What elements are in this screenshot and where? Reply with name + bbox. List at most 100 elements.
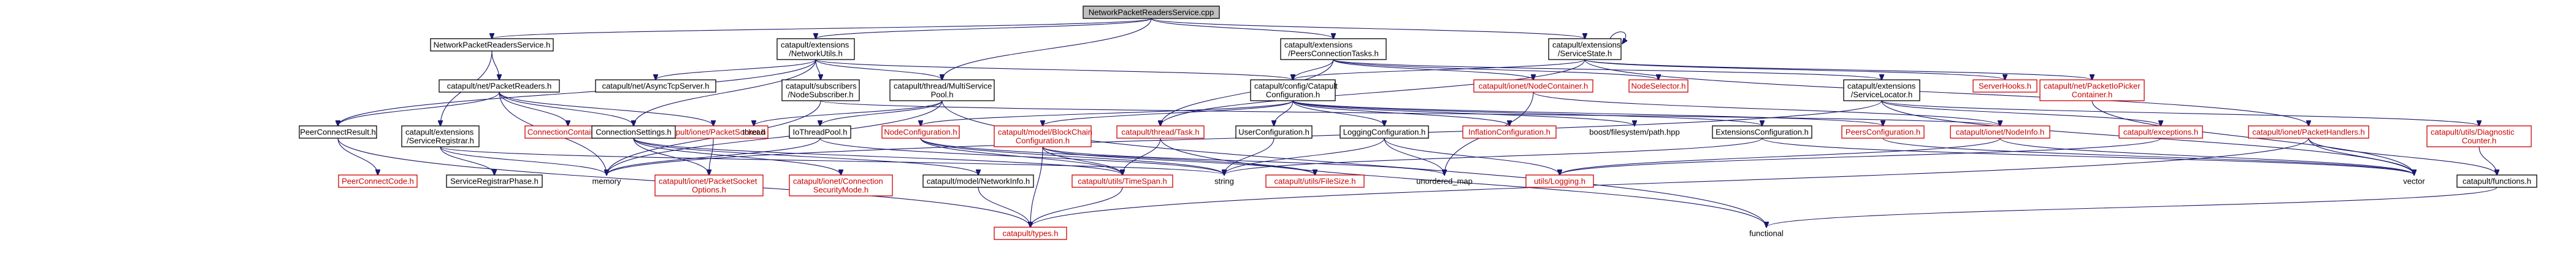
- node-nprs[interactable]: NetworkPacketReadersService.h: [430, 38, 554, 52]
- node-label-nodesubscriber-line-0: catapult/subscribers: [786, 82, 857, 91]
- node-types[interactable]: catapult/types.h: [994, 227, 1067, 240]
- node-box-logging: [1525, 174, 1594, 188]
- node-networkinfo[interactable]: catapult/model/NetworkInfo.h: [922, 174, 1034, 188]
- dependency-edge-multiservicepool-to-iothreadpool: [820, 100, 943, 126]
- node-root[interactable]: NetworkPacketReadersService.cpp: [1083, 6, 1220, 19]
- node-box-multiservicepool: [889, 79, 995, 101]
- node-string: string: [1214, 177, 1234, 186]
- dependency-edge-loggingconfig-to-logging: [1384, 138, 1560, 175]
- dependency-edge-catapultconfig-to-extensionsconfig: [1292, 100, 1762, 126]
- node-box-nodecontainer: [1473, 79, 1593, 93]
- node-task[interactable]: catapult/thread/Task.h: [1116, 125, 1205, 139]
- node-label-loggingconfig-line-0: LoggingConfiguration.h: [1343, 128, 1425, 137]
- node-box-nodeconfiguration: [881, 125, 960, 139]
- node-packethandlers[interactable]: catapult/ionet/PacketHandlers.h: [2248, 125, 2369, 139]
- dependency-edge-diagcounter-to-functions: [2478, 146, 2497, 175]
- dependency-edge-blockchainconfig-to-filesize: [1042, 146, 1315, 175]
- node-box-packethandlers: [2248, 125, 2369, 139]
- edges-layer: [338, 18, 2497, 227]
- node-nodeconfiguration[interactable]: NodeConfiguration.h: [881, 125, 960, 139]
- dependency-edge-extensionsconfig-to-vector: [1761, 138, 2414, 175]
- node-packetsocket[interactable]: catapult/ionet/PacketSocket.h: [658, 125, 769, 139]
- node-label-connsecuritymode-line-1: SecurityMode.h: [813, 185, 868, 195]
- dependency-edge-packetreaders-to-packetsocket: [499, 91, 713, 126]
- node-filesize[interactable]: catapult/utils/FileSize.h: [1265, 174, 1365, 188]
- node-label-root-line-0: NetworkPacketReadersService.cpp: [1089, 8, 1214, 17]
- dependency-edge-loggingconfig-to-unorderedmap: [1384, 138, 1444, 175]
- node-label-nodecontainer-line-0: catapult/ionet/NodeContainer.h: [1479, 82, 1589, 91]
- node-box-userconfig: [1235, 125, 1313, 139]
- dependency-edge-blockchainconfig-to-timespan: [1042, 146, 1122, 175]
- node-box-nprs: [430, 38, 554, 52]
- dependency-edge-multiservicepool-to-functional: [941, 100, 1766, 227]
- node-iothreadpool[interactable]: IoThreadPool.h: [789, 125, 851, 139]
- dependency-edge-connectionsettings-to-packetsocketoptions: [633, 138, 709, 175]
- dependency-edge-peerconnectresult-to-peerconnectcode: [337, 138, 378, 175]
- dependency-edge-nprs-to-packetreaders: [491, 50, 499, 80]
- node-logging[interactable]: utils/Logging.h: [1525, 174, 1594, 188]
- node-peerconnectcode[interactable]: PeerConnectCode.h: [338, 174, 418, 188]
- node-label-catapultconfig-line-0: catapult/config/Catapult: [1254, 82, 1338, 91]
- node-label-packetreaders-line-0: catapult/net/PacketReaders.h: [447, 82, 552, 91]
- dependency-edge-peersconfig-to-vector: [1882, 138, 2414, 175]
- node-label-peerconnectcode-line-0: PeerConnectCode.h: [342, 177, 414, 186]
- node-loggingconfig[interactable]: LoggingConfiguration.h: [1340, 125, 1429, 139]
- node-packetreaders[interactable]: catapult/net/PacketReaders.h: [439, 79, 560, 93]
- dependency-edge-task-to-functional: [1160, 138, 1766, 227]
- node-functions[interactable]: catapult/functions.h: [2456, 174, 2537, 188]
- node-exceptions[interactable]: catapult/exceptions.h: [2118, 125, 2203, 139]
- dependency-edge-netutils-to-connectionsettings: [634, 59, 816, 126]
- node-peersconfig[interactable]: PeersConfiguration.h: [1841, 125, 1925, 139]
- node-label-functional-line-0: functional: [1749, 229, 1784, 238]
- dependency-edge-task-to-timespan: [1122, 138, 1161, 175]
- node-userconfig[interactable]: UserConfiguration.h: [1235, 125, 1313, 139]
- node-box-root: [1083, 6, 1220, 19]
- node-box-peerconnectresult: [299, 125, 377, 139]
- node-label-nodeconfiguration-line-0: NodeConfiguration.h: [884, 128, 957, 137]
- node-peerconnectresult[interactable]: PeerConnectResult.h: [299, 125, 377, 139]
- dependency-edge-catapultconfig-to-peersconfig: [1292, 100, 1883, 126]
- node-inflationconfig[interactable]: InflationConfiguration.h: [1462, 125, 1557, 139]
- node-label-servicestate-line-0: catapult/extensions: [1552, 41, 1621, 50]
- dependency-edge-nodesubscriber-to-nodeinfo: [820, 100, 2000, 126]
- node-serverhooks[interactable]: ServerHooks.h: [1972, 79, 2037, 93]
- node-asynctcp[interactable]: catapult/net/AsyncTcpServer.h: [595, 79, 716, 93]
- dependency-edge-packethandlers-to-types: [1030, 138, 2309, 227]
- node-servicestate[interactable]: catapult/extensions/ServiceState.h: [1548, 38, 1622, 60]
- node-thread: thread: [743, 128, 765, 137]
- node-label-packethandlers-line-0: catapult/ionet/PacketHandlers.h: [2252, 128, 2365, 137]
- node-label-vector-line-0: vector: [2403, 177, 2425, 186]
- node-serviceregistrarphase[interactable]: ServiceRegistrarPhase.h: [446, 174, 543, 188]
- node-nodeselector[interactable]: NodeSelector.h: [1628, 79, 1689, 93]
- dependency-edge-root-to-peerstasks: [1151, 18, 1333, 39]
- dependency-edge-peerstasks-to-nodeselector: [1333, 59, 1658, 80]
- dependency-edge-functions-to-functional: [1766, 187, 2497, 227]
- node-serviceregistrar[interactable]: catapult/extensions/ServiceRegistrar.h: [401, 125, 480, 147]
- node-peerstasks[interactable]: catapult/extensions/PeersConnectionTasks…: [1280, 38, 1387, 60]
- node-label-peerconnectresult-line-0: PeerConnectResult.h: [300, 128, 376, 137]
- node-box-peerconnectcode: [338, 174, 418, 188]
- node-connectionsettings[interactable]: ConnectionSettings.h: [591, 125, 676, 139]
- node-nodeinfo[interactable]: catapult/ionet/NodeInfo.h: [1950, 125, 2050, 139]
- node-box-nodeinfo: [1950, 125, 2050, 139]
- node-nodesubscriber[interactable]: catapult/subscribers/NodeSubscriber.h: [781, 79, 860, 101]
- dependency-edge-root-to-multiservicepool: [942, 18, 1152, 80]
- node-servicelocator[interactable]: catapult/extensions/ServiceLocator.h: [1843, 79, 1920, 101]
- node-box-catapultconfig: [1250, 79, 1336, 101]
- dependency-edge-connectionsettings-to-networkinfo: [633, 138, 978, 175]
- node-timespan[interactable]: catapult/utils/TimeSpan.h: [1071, 174, 1173, 188]
- node-extensionsconfig[interactable]: ExtensionsConfiguration.h: [1712, 125, 1812, 139]
- node-label-userconfig-line-0: UserConfiguration.h: [1238, 128, 1309, 137]
- node-netutils[interactable]: catapult/extensions/NetworkUtils.h: [776, 38, 855, 60]
- node-box-peerstasks: [1280, 38, 1387, 60]
- node-box-asynctcp: [595, 79, 716, 93]
- node-nodecontainer[interactable]: catapult/ionet/NodeContainer.h: [1473, 79, 1593, 93]
